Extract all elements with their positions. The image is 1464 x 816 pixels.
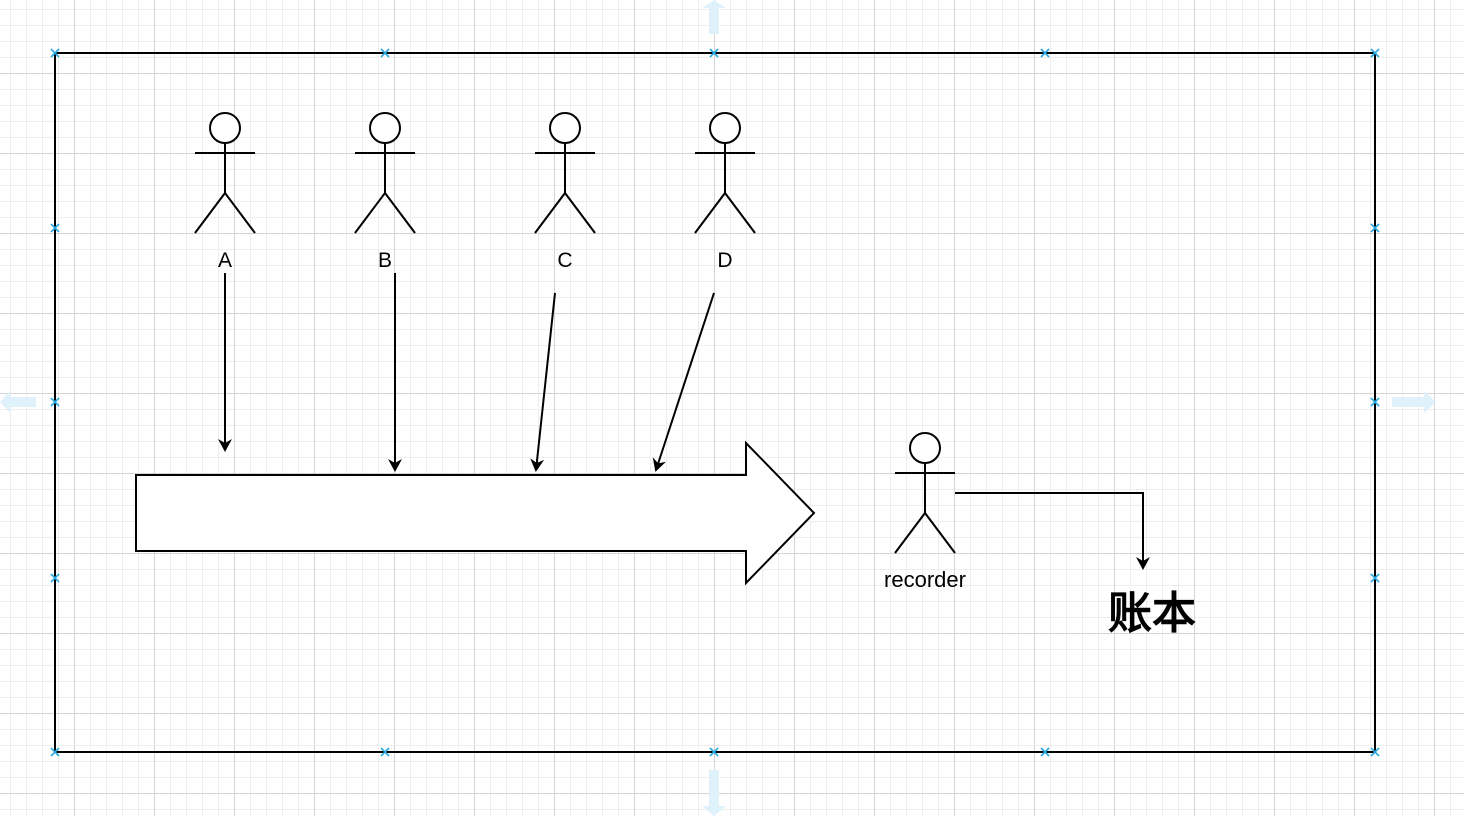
resize-handle[interactable] (1370, 48, 1380, 58)
actor-b-head (369, 112, 401, 144)
actor-group: A B C (194, 112, 756, 272)
resize-handle[interactable] (380, 48, 390, 58)
hint-arrow-up[interactable] (702, 0, 726, 34)
hint-arrow-right[interactable] (1392, 391, 1436, 413)
connector-recorder-ledger[interactable] (955, 492, 1150, 570)
actor-recorder[interactable]: recorder (884, 432, 966, 592)
actor-c[interactable]: C (534, 112, 596, 272)
actor-d[interactable]: D (694, 112, 756, 272)
resize-handle[interactable] (50, 747, 60, 757)
resize-handle[interactable] (709, 48, 719, 58)
resize-handle[interactable] (50, 397, 60, 407)
resize-handle[interactable] (1040, 48, 1050, 58)
actor-c-head (549, 112, 581, 144)
actor-d-head (709, 112, 741, 144)
resize-handle[interactable] (1370, 223, 1380, 233)
flow-block-arrow[interactable] (135, 440, 816, 586)
resize-handle[interactable] (709, 747, 719, 757)
connector-c[interactable] (530, 292, 556, 472)
recorder-label: recorder (884, 567, 966, 592)
selection-handles (50, 48, 1380, 757)
hint-arrow-left[interactable] (0, 391, 36, 413)
actor-a[interactable]: A (194, 112, 256, 272)
actor-recorder-head (909, 432, 941, 464)
resize-handle[interactable] (50, 223, 60, 233)
resize-handle[interactable] (1370, 747, 1380, 757)
resize-handle[interactable] (1370, 397, 1380, 407)
hint-arrow-down[interactable] (702, 770, 726, 816)
resize-handle[interactable] (50, 573, 60, 583)
ledger-label[interactable]: 账本 (1108, 588, 1196, 639)
actor-a-head (209, 112, 241, 144)
actor-b-label: B (378, 249, 392, 272)
actor-b[interactable]: B (354, 112, 416, 272)
resize-handle[interactable] (50, 48, 60, 58)
actor-d-label: D (717, 249, 732, 272)
actor-c-label: C (557, 249, 572, 272)
resize-handle[interactable] (1370, 573, 1380, 583)
connector-d[interactable] (652, 292, 715, 472)
actor-a-label: A (218, 249, 232, 272)
resize-handle[interactable] (380, 747, 390, 757)
resize-handle[interactable] (1040, 747, 1050, 757)
container-rectangle[interactable] (54, 52, 1376, 753)
actor-connectors (218, 273, 715, 472)
